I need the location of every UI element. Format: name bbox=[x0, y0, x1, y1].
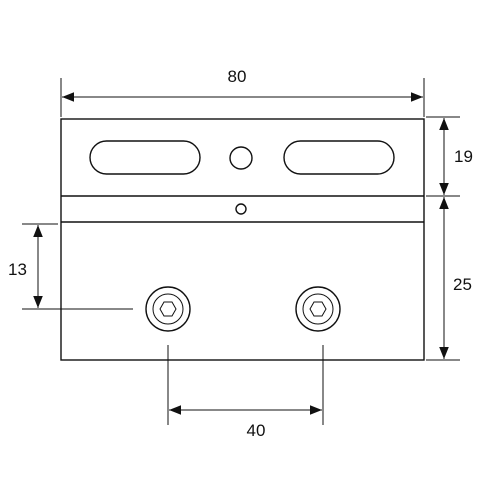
dim-width-label: 80 bbox=[228, 67, 247, 86]
screw-left bbox=[145, 286, 191, 332]
center-hole bbox=[229, 146, 253, 170]
dim-bottom-height-label: 25 bbox=[453, 275, 472, 294]
tiny-hole bbox=[235, 203, 247, 215]
screw-right bbox=[295, 286, 341, 332]
slot-left bbox=[89, 140, 201, 175]
dim-top-height-label: 19 bbox=[454, 147, 473, 166]
slot-right bbox=[283, 140, 395, 175]
dim-hole-spacing-label: 40 bbox=[247, 421, 266, 440]
dim-hole-offset-label: 13 bbox=[8, 260, 27, 279]
bracket-body bbox=[60, 118, 425, 361]
